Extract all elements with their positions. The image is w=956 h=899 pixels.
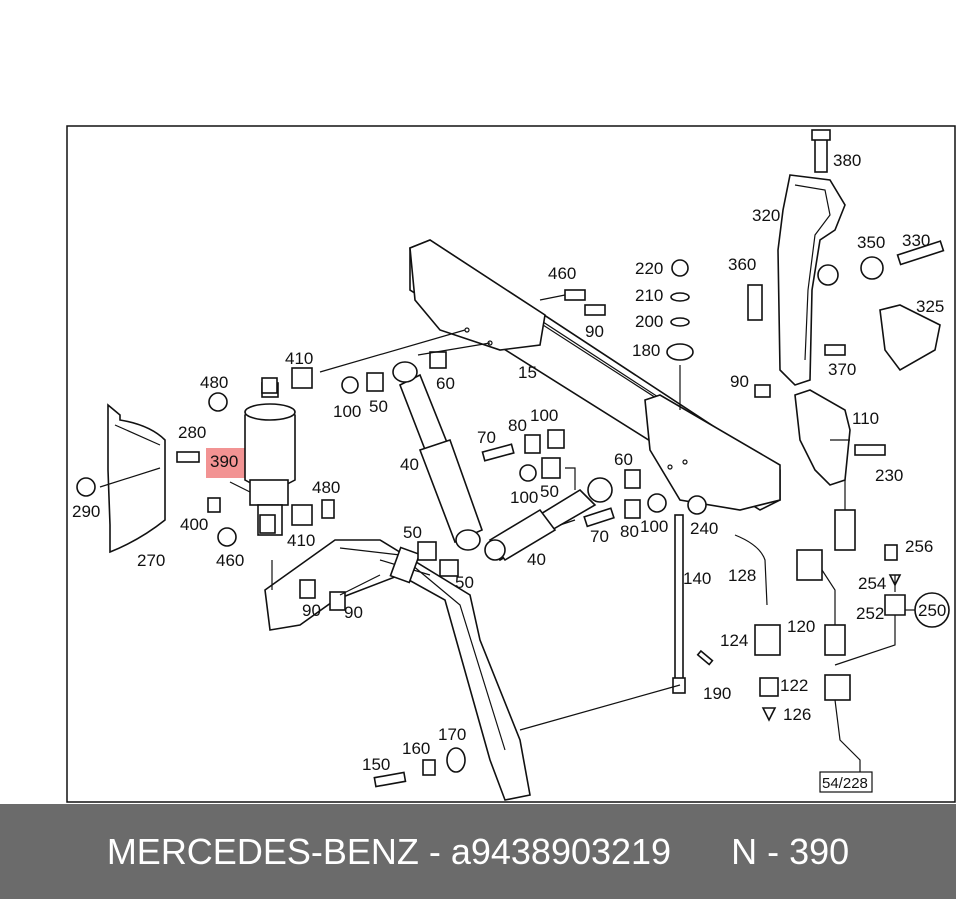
callout-128: 128 — [728, 566, 756, 585]
part-number: a9438903219 — [450, 830, 672, 872]
callout-160: 160 — [402, 739, 430, 758]
n-value: 390 — [789, 830, 850, 872]
callout-410-mid: 410 — [287, 531, 315, 550]
callout-320: 320 — [752, 206, 780, 225]
heat-shield-part — [107, 403, 166, 554]
callout-380: 380 — [833, 151, 861, 170]
parts-diagram: 380 320 350 330 360 220 460 210 325 200 … — [66, 125, 956, 803]
shock-absorber-right — [484, 477, 613, 562]
callout-460-top: 460 — [548, 264, 576, 283]
callout-124: 124 — [720, 631, 748, 650]
callout-170: 170 — [438, 725, 466, 744]
separator: - — [757, 830, 790, 872]
callout-250: 250 — [918, 601, 946, 620]
pin-part — [896, 240, 945, 266]
callout-254: 254 — [858, 574, 886, 593]
callout-330: 330 — [902, 231, 930, 250]
callout-210: 210 — [635, 286, 663, 305]
shock-absorber-left — [392, 361, 484, 551]
callout-40-a: 40 — [400, 455, 419, 474]
callout-290: 290 — [72, 502, 100, 521]
callout-480-top: 480 — [200, 373, 228, 392]
callout-100-b: 100 — [530, 406, 558, 425]
callout-110: 110 — [852, 409, 879, 428]
ref-box-54-228 — [819, 771, 873, 793]
cab-bracket-part — [777, 129, 846, 386]
leader-lines — [99, 294, 915, 731]
callout-256: 256 — [905, 537, 933, 556]
cable-part — [734, 534, 768, 606]
callout-70-a: 70 — [477, 428, 496, 447]
callout-190: 190 — [703, 684, 731, 703]
callout-252: 252 — [856, 604, 884, 623]
n-label: N — [731, 830, 758, 872]
callout-325: 325 — [916, 297, 944, 316]
connector-part — [754, 624, 781, 722]
callout-60-b: 60 — [614, 450, 633, 469]
callout-100-d: 100 — [640, 517, 668, 536]
rod-part — [672, 514, 686, 694]
callout-70-b: 70 — [590, 527, 609, 546]
callout-50-a: 50 — [369, 397, 388, 416]
brand-name: MERCEDES-BENZ — [106, 830, 419, 872]
callout-50-d: 50 — [455, 573, 474, 592]
callout-270: 270 — [137, 551, 165, 570]
callout-50-b: 50 — [540, 482, 559, 501]
callout-60-a: 60 — [436, 374, 455, 393]
crossmember-part — [409, 239, 781, 511]
callout-80-a: 80 — [508, 416, 527, 435]
callout-126: 126 — [783, 705, 811, 724]
callout-40-b: 40 — [527, 550, 546, 569]
callout-200: 200 — [635, 312, 663, 331]
callout-400: 400 — [180, 515, 208, 534]
spacer — [671, 831, 731, 873]
small-parts — [76, 256, 886, 788]
callout-54-228: 54/228 — [822, 775, 868, 792]
footer-caption: MERCEDES-BENZ - a9438903219 N - 390 — [0, 804, 956, 899]
callout-90-b: 90 — [730, 372, 749, 391]
sensor-part — [796, 549, 896, 780]
callout-240: 240 — [690, 519, 718, 538]
callout-410-top: 410 — [285, 349, 313, 368]
callout-280: 280 — [178, 423, 206, 442]
callout-480-mid: 480 — [312, 478, 340, 497]
callout-90-a: 90 — [585, 322, 604, 341]
callout-100-a: 100 — [333, 402, 361, 421]
callout-100-c: 100 — [510, 488, 538, 507]
callout-90-c: 90 — [302, 601, 321, 620]
diagram-frame — [66, 125, 956, 803]
callout-80-b: 80 — [620, 522, 639, 541]
lower-bracket-part — [264, 539, 531, 801]
callout-50-c: 50 — [403, 523, 422, 542]
callout-230: 230 — [875, 466, 903, 485]
separator: - — [418, 830, 451, 872]
callout-360: 360 — [728, 255, 756, 274]
fuse-part — [884, 544, 906, 616]
lock-part — [794, 389, 856, 551]
callout-labels: 380 320 350 330 360 220 460 210 325 200 … — [72, 151, 946, 793]
callout-150: 150 — [362, 755, 390, 774]
callout-180: 180 — [632, 341, 660, 360]
callout-370: 370 — [828, 360, 856, 379]
callout-140: 140 — [683, 569, 711, 588]
footer-bar — [0, 804, 956, 899]
callout-220: 220 — [635, 259, 663, 278]
callout-120: 120 — [787, 617, 815, 636]
callout-90-d: 90 — [344, 603, 363, 622]
plate-part — [879, 304, 941, 372]
callout-350: 350 — [857, 233, 885, 252]
callout-15: 15 — [518, 363, 537, 382]
callout-460-mid: 460 — [216, 551, 244, 570]
callout-122: 122 — [780, 676, 808, 695]
callout-390: 390 — [210, 452, 238, 471]
